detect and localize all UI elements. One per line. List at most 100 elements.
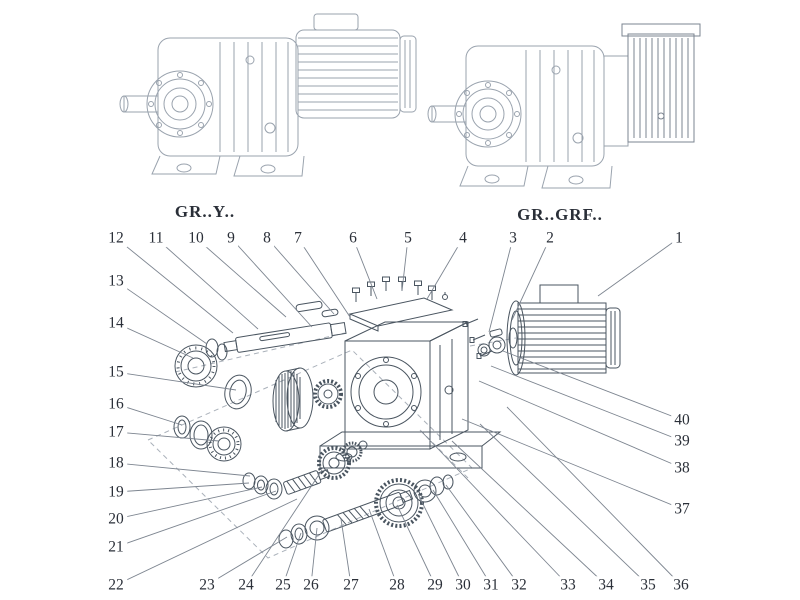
part-number-9: 9 <box>224 229 238 247</box>
part-number-20: 20 <box>105 510 127 528</box>
variant-label-gr-grf: GR..GRF.. <box>517 205 603 224</box>
input-gear-large <box>272 367 314 432</box>
leader-line-27 <box>340 518 352 586</box>
gearbox-drawing-icon <box>146 37 299 157</box>
part-number-34: 34 <box>595 576 617 594</box>
output-shaft-drawing-icon <box>119 95 159 113</box>
variant-label-gr-y: GR..Y.. <box>174 202 236 221</box>
part-number-37: 37 <box>671 500 693 518</box>
shaft-keys <box>295 300 339 318</box>
leader-line-11 <box>155 237 259 330</box>
part-number-27: 27 <box>340 576 362 594</box>
part-number-4: 4 <box>456 229 470 247</box>
part-number-6: 6 <box>346 229 360 247</box>
finned-adapter-block-icon <box>621 23 701 143</box>
leader-line-29 <box>396 504 436 586</box>
leader-line-17 <box>115 431 220 442</box>
part-number-2: 2 <box>543 229 557 247</box>
leader-line-34 <box>451 440 607 586</box>
part-number-12: 12 <box>105 229 127 247</box>
part-number-38: 38 <box>671 459 693 477</box>
part-number-21: 21 <box>105 538 127 556</box>
leader-line-16 <box>115 403 183 426</box>
leader-line-13 <box>115 280 208 345</box>
leader-line-10 <box>195 237 287 318</box>
leader-line-31 <box>432 489 492 586</box>
leader-line-12 <box>115 237 234 334</box>
part-number-16: 16 <box>105 395 127 413</box>
part-number-40: 40 <box>671 411 693 429</box>
leader-line-36 <box>506 406 682 586</box>
part-number-13: 13 <box>105 272 127 290</box>
leader-line-30 <box>418 495 464 586</box>
leader-line-8 <box>266 237 335 315</box>
leader-line-4 <box>426 237 464 300</box>
part-number-19: 19 <box>105 483 127 501</box>
motor-drawing-icon <box>295 13 417 119</box>
part-number-39: 39 <box>671 432 693 450</box>
leader-line-6 <box>352 237 378 300</box>
leader-line-19 <box>115 482 250 493</box>
spacer-rings <box>173 415 213 450</box>
part-number-25: 25 <box>272 576 294 594</box>
part-number-7: 7 <box>291 229 305 247</box>
mounting-feet-icon <box>459 165 613 189</box>
part-number-26: 26 <box>300 576 322 594</box>
part-number-33: 33 <box>557 576 579 594</box>
part-number-14: 14 <box>105 314 127 332</box>
leader-line-9 <box>230 237 313 328</box>
leader-line-28 <box>368 508 398 586</box>
part-number-3: 3 <box>506 229 520 247</box>
leader-line-1 <box>597 237 680 297</box>
part-number-5: 5 <box>401 229 415 247</box>
part-number-10: 10 <box>185 229 207 247</box>
electric-motor <box>506 284 621 376</box>
mounting-feet-icon <box>151 155 305 177</box>
intermediate-shaft-assembly <box>242 440 368 500</box>
leader-line-3 <box>488 237 514 333</box>
leader-line-32 <box>445 484 520 586</box>
leader-line-24 <box>245 469 323 586</box>
oil-seal-ring <box>224 374 252 410</box>
leader-line-20 <box>115 486 263 520</box>
lower-bearing <box>206 426 242 462</box>
part-number-23: 23 <box>196 576 218 594</box>
gearmotor-drawing-gr-grf <box>427 23 701 189</box>
input-shaft <box>223 321 347 353</box>
input-bearing <box>174 344 218 388</box>
part-number-15: 15 <box>105 363 127 381</box>
leader-line-35 <box>479 423 649 586</box>
leader-line-37 <box>461 418 683 510</box>
leader-line-7 <box>297 237 351 318</box>
part-number-28: 28 <box>386 576 408 594</box>
part-number-17: 17 <box>105 423 127 441</box>
part-number-35: 35 <box>637 576 659 594</box>
leader-line-40 <box>502 350 683 421</box>
leader-line-15 <box>115 371 237 391</box>
leader-line-18 <box>115 462 251 477</box>
leader-line-38 <box>478 380 683 469</box>
input-pinion-gear <box>313 379 343 409</box>
part-number-11: 11 <box>145 229 167 247</box>
part-number-30: 30 <box>452 576 474 594</box>
output-shaft-drawing-icon <box>427 105 467 123</box>
motor-coupling-parts <box>462 318 506 359</box>
leader-line-14 <box>115 322 194 359</box>
leader-line-22 <box>115 498 298 586</box>
leader-line-33 <box>420 430 569 586</box>
gearmotor-drawing-gr-y <box>119 13 417 177</box>
leader-line-26 <box>310 527 318 586</box>
part-number-32: 32 <box>508 576 530 594</box>
part-number-29: 29 <box>424 576 446 594</box>
part-number-22: 22 <box>105 576 127 594</box>
part-number-36: 36 <box>670 576 692 594</box>
part-number-18: 18 <box>105 454 127 472</box>
leader-line-23 <box>206 536 288 586</box>
part-number-1: 1 <box>672 229 686 247</box>
leader-line-5 <box>401 237 409 292</box>
leader-line-2 <box>511 237 551 321</box>
part-number-31: 31 <box>480 576 502 594</box>
